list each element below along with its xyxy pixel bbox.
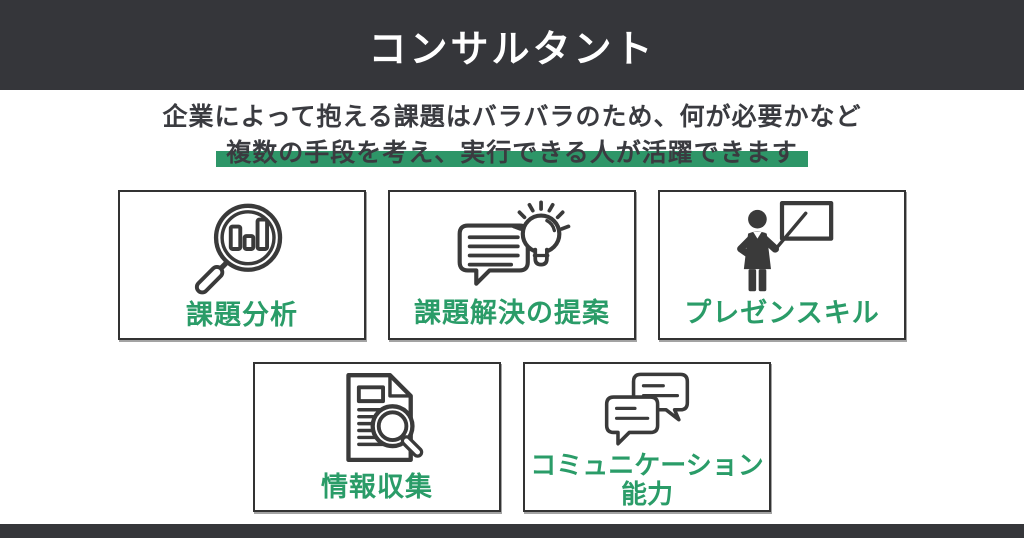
skill-card-presentation: プレゼンスキル — [658, 190, 906, 340]
skill-card-solution-proposal: 課題解決の提案 — [388, 190, 636, 340]
magnifier-bar-chart-icon — [194, 203, 283, 295]
presenter-whiteboard-icon — [737, 200, 834, 292]
intro-section: 企業によって抱える課題はバラバラのため、何が必要かなど 複数の手段を考え、実行で… — [0, 100, 1024, 170]
skill-cards-row-1: 課題分析 — [0, 190, 1024, 340]
skill-card-communication: コミュニケーション能力 — [523, 362, 771, 512]
intro-line-1: 企業によって抱える課題はバラバラのため、何が必要かなど — [162, 103, 862, 131]
document-magnifier-icon — [346, 373, 424, 463]
skill-card-label: 課題分析 — [186, 300, 298, 330]
intro-line-2-highlight: 複数の手段を考え、実行できる人が活躍できます — [216, 139, 808, 167]
speech-bubble-lightbulb-icon — [457, 200, 571, 286]
header-bar: コンサルタント — [0, 0, 1024, 90]
skill-cards-row-2: 情報収集 コミュニケーション能力 — [0, 362, 1024, 512]
skill-card-label: 情報収集 — [321, 472, 433, 502]
skill-card-label: プレゼンスキル — [684, 298, 880, 328]
footer-bar — [0, 524, 1024, 538]
skill-card-label: 課題解決の提案 — [414, 297, 610, 328]
skill-card-label: コミュニケーション能力 — [530, 450, 764, 510]
intro-line-2: 複数の手段を考え、実行できる人が活躍できます — [0, 136, 1024, 170]
chat-bubbles-icon — [604, 372, 690, 446]
skill-card-analysis: 課題分析 — [118, 190, 366, 340]
skill-card-information-gathering: 情報収集 — [253, 362, 501, 512]
page-title: コンサルタント — [368, 28, 656, 71]
